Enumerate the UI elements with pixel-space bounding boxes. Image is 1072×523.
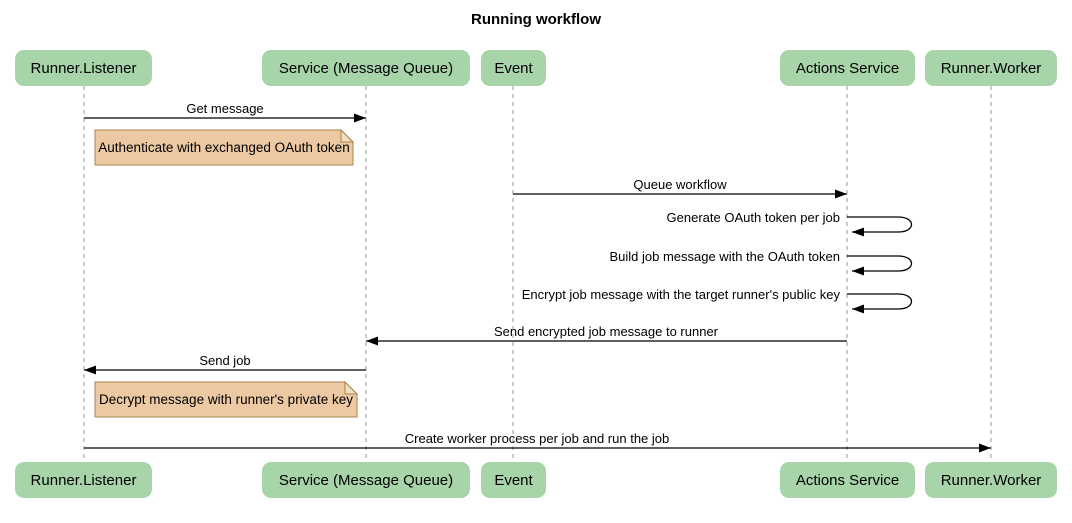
participant-bottom-actions-service: Actions Service: [780, 462, 915, 498]
note-decrypt-shape: [94, 381, 358, 418]
message-label-create-worker-process: Create worker process per job and run th…: [404, 431, 670, 446]
note-decrypt-label: Decrypt message with runner's private ke…: [99, 392, 353, 407]
message-arrows: [84, 113, 991, 453]
arrow-self-encrypt-job-message: [847, 293, 913, 314]
arrow-self-build-job-message: [847, 255, 913, 276]
participant-top-runner-worker: Runner.Worker: [925, 50, 1057, 86]
message-label-send-encrypted-job: Send encrypted job message to runner: [493, 324, 719, 339]
message-label-encrypt-job-message: Encrypt job message with the target runn…: [521, 287, 840, 302]
participant-bottom-service-message-queue: Service (Message Queue): [262, 462, 470, 498]
participant-bottom-event: Event: [481, 462, 546, 498]
message-label-build-job-message: Build job message with the OAuth token: [609, 249, 840, 264]
lifelines: [83, 86, 992, 462]
message-label-get-message: Get message: [186, 101, 264, 116]
message-label-send-job: Send job: [199, 353, 251, 368]
participant-top-event: Event: [481, 50, 546, 86]
note-decrypt-fold-icon: [344, 380, 359, 395]
note-authenticate-fold-icon: [340, 128, 355, 143]
notes: [94, 128, 359, 418]
note-authenticate-label: Authenticate with exchanged OAuth token: [98, 140, 350, 155]
participant-top-service-message-queue: Service (Message Queue): [262, 50, 470, 86]
diagram-title: Running workflow: [471, 11, 601, 28]
participant-top-runner-listener: Runner.Listener: [15, 50, 152, 86]
note-authenticate-shape: [94, 129, 354, 166]
participant-bottom-runner-listener: Runner.Listener: [15, 462, 152, 498]
message-label-generate-oauth-token: Generate OAuth token per job: [666, 210, 840, 225]
participant-top-actions-service: Actions Service: [780, 50, 915, 86]
arrow-self-generate-oauth-token: [847, 216, 913, 237]
participant-bottom-runner-worker: Runner.Worker: [925, 462, 1057, 498]
message-label-queue-workflow: Queue workflow: [633, 177, 727, 192]
